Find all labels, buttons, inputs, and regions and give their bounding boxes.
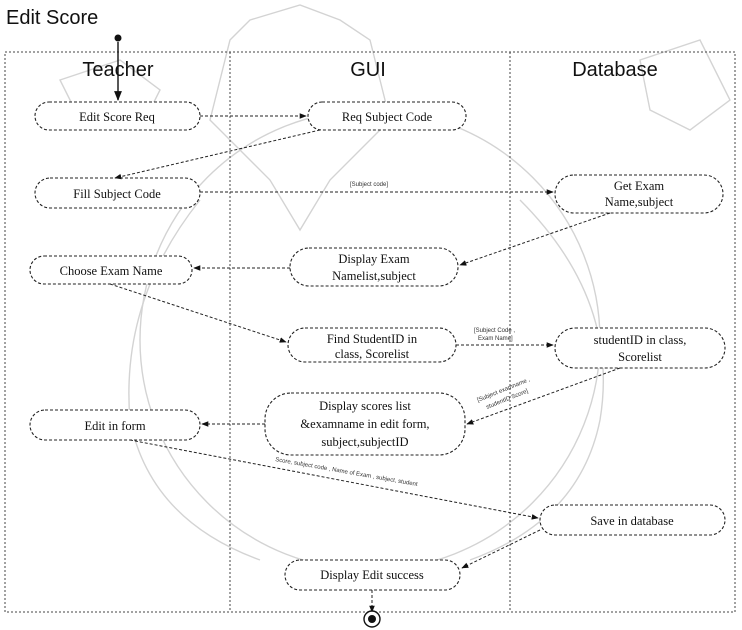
node-get-exam — [554, 174, 724, 214]
flow-label-subject-code: [Subject code] — [350, 182, 388, 188]
flow-label-subject-exam-1: [Subject Code , — [474, 328, 515, 334]
node-req-subject-code — [307, 101, 467, 131]
label-student-in-class-line1: studentID in class, — [594, 333, 687, 347]
flow-req-subject-to-fill — [114, 129, 321, 180]
node-edit-in-form — [29, 409, 201, 441]
label-display-scores-line1: Display scores list — [319, 399, 411, 413]
diagram-title: Edit Score — [6, 7, 98, 29]
label-student-in-class-line2: Scorelist — [618, 350, 662, 364]
node-save-db — [539, 504, 726, 536]
label-choose-exam: Choose Exam Name — [60, 264, 163, 278]
node-choose-exam — [29, 255, 193, 285]
node-display-success — [284, 559, 461, 591]
label-display-scores-line3: subject,subjectID — [321, 435, 408, 449]
label-req-subject-code: Req Subject Code — [342, 110, 433, 124]
node-student-in-class — [554, 327, 726, 369]
label-display-success: Display Edit success — [320, 568, 424, 582]
flow-choose-to-find — [109, 283, 287, 343]
flow-save-to-success — [461, 529, 541, 569]
node-display-exam — [289, 247, 459, 287]
lane-header-gui: GUI — [350, 59, 386, 81]
label-display-scores-line2: &examname in edit form, — [300, 417, 429, 431]
label-edit-score-req: Edit Score Req — [79, 110, 155, 124]
lane-header-database: Database — [572, 59, 658, 81]
label-fill-subject-code: Fill Subject Code — [73, 187, 161, 201]
flow-student-to-display-scores — [466, 367, 621, 425]
flow-get-exam-to-display — [459, 212, 611, 266]
label-display-exam-line2: Namelist,subject — [332, 269, 416, 283]
start-node — [114, 34, 122, 42]
swimlane-frame — [4, 51, 736, 613]
label-save-db: Save in database — [590, 514, 674, 528]
label-find-student-line1: Find StudentID in — [327, 332, 418, 346]
label-edit-in-form: Edit in form — [84, 419, 145, 433]
label-get-exam-line2: Name,subject — [605, 195, 674, 209]
end-node — [363, 610, 381, 628]
flow-label-save: Score, subject code , Name of Exam , sub… — [275, 457, 419, 488]
watermark-emblem — [59, 4, 731, 571]
node-edit-score-req — [34, 101, 201, 131]
flow-edit-to-save — [129, 439, 539, 520]
label-find-student-line2: class, Scorelist — [335, 347, 410, 361]
label-display-exam-line1: Display Exam — [338, 252, 409, 266]
label-get-exam-line1: Get Exam — [614, 179, 665, 193]
flow-label-subject-exam-2: Exam Name] — [478, 336, 513, 342]
